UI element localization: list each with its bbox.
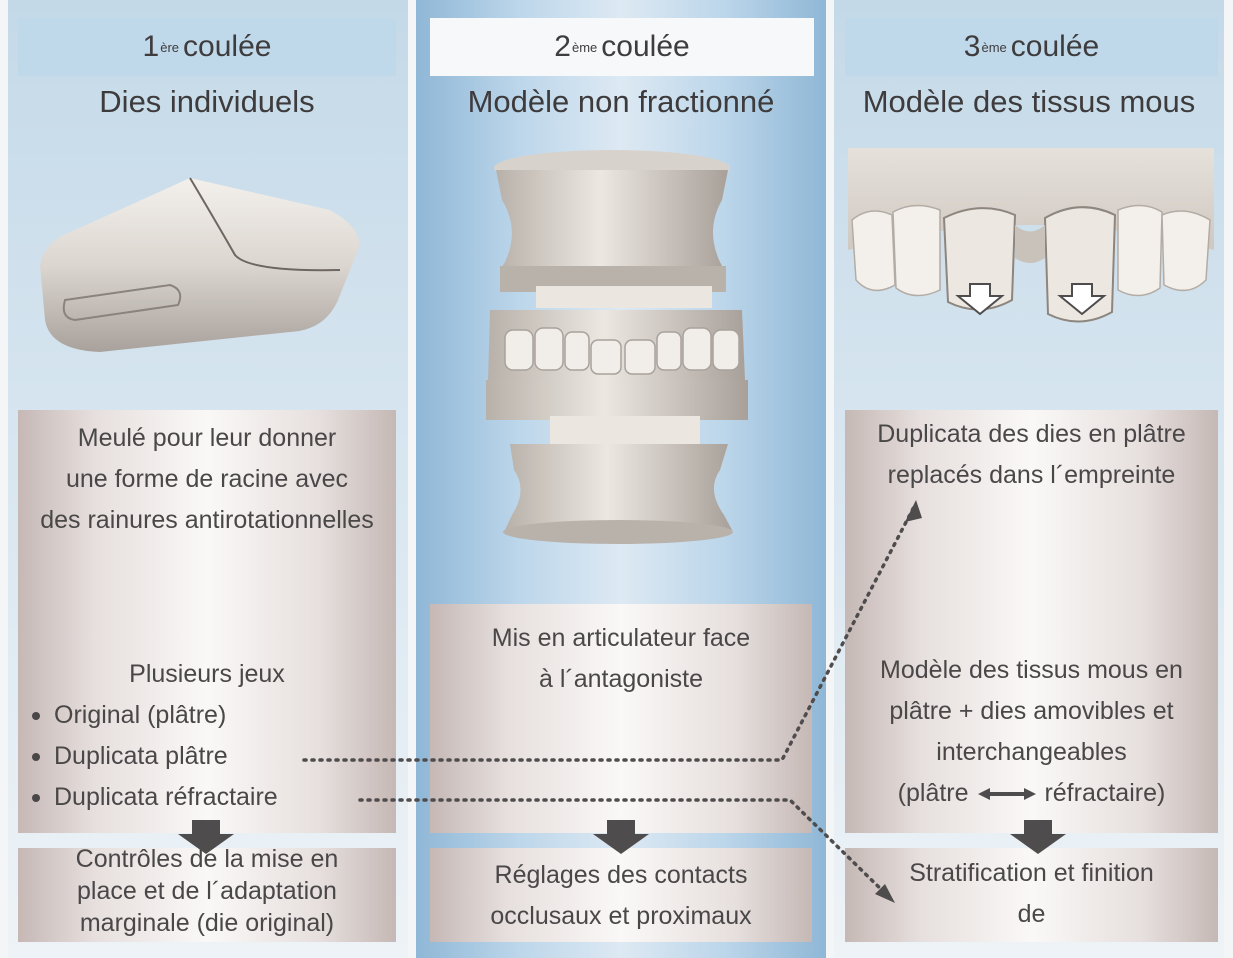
down-arrow-icon <box>593 834 649 854</box>
articulated-model-illustration <box>486 150 748 544</box>
description-line: Meulé pour leur donner <box>18 418 396 459</box>
column-1-description: Meulé pour leur donner une forme de raci… <box>18 418 396 541</box>
description-line: une forme de racine avec <box>18 459 396 500</box>
exchange-right-label: réfractaire) <box>1044 779 1165 807</box>
list-item-label: Duplicata plâtre <box>54 742 228 770</box>
bottom-line: occlusaux et proximaux <box>430 896 812 937</box>
column-2-description: Mis en articulateur face à l´antagoniste <box>430 618 812 700</box>
column-2-bottom-text: Réglages des contacts occlusaux et proxi… <box>430 855 812 937</box>
column-3-description: Duplicata des dies en plâtre replacés da… <box>835 414 1228 496</box>
single-die-illustration <box>40 178 359 352</box>
down-arrow-icon <box>1010 834 1066 854</box>
bottom-line: Réglages des contacts <box>430 855 812 896</box>
connector-arrowhead-icon <box>905 500 922 522</box>
double-arrow-icon <box>976 787 1038 801</box>
bullet-icon <box>32 712 40 720</box>
list-item-label: Duplicata réfractaire <box>54 783 278 811</box>
exchange-left-label: (plâtre <box>898 779 969 807</box>
bottom-line: marginale (die original) <box>18 907 396 939</box>
description-line: à l´antagoniste <box>430 659 812 700</box>
description-line: replacés dans l´empreinte <box>835 455 1228 496</box>
list-item: Original (plâtre) <box>32 695 278 736</box>
bottom-line: de <box>845 894 1218 935</box>
list-item-label: Original (plâtre) <box>54 701 226 729</box>
column-3-bottom-text: Stratification et finition de <box>845 853 1218 935</box>
column-1-bottom-text: Contrôles de la mise en place et de l´ad… <box>18 843 396 939</box>
down-arrow-icon <box>178 834 234 854</box>
description-line: Modèle des tissus mous en <box>845 650 1218 691</box>
description-line: des rainures antirotationnelles <box>18 500 396 541</box>
description-line: interchangeables <box>845 732 1218 773</box>
list-title: Plusieurs jeux <box>18 654 396 695</box>
bottom-line: Stratification et finition <box>845 853 1218 894</box>
bullet-icon <box>32 794 40 802</box>
column-3-model-description: Modèle des tissus mous en plâtre + dies … <box>845 650 1218 814</box>
exchange-line: (plâtre réfractaire) <box>845 773 1218 814</box>
description-line: plâtre + dies amovibles et <box>845 691 1218 732</box>
bottom-line: place et de l´adaptation <box>18 875 396 907</box>
list-item: Duplicata plâtre <box>32 736 278 777</box>
list-item: Duplicata réfractaire <box>32 777 278 818</box>
down-arrow-icon <box>958 284 1104 314</box>
casting-sets-list: Original (plâtre) Duplicata plâtre Dupli… <box>32 695 278 818</box>
description-line: Mis en articulateur face <box>430 618 812 659</box>
description-line: Duplicata des dies en plâtre <box>835 414 1228 455</box>
soft-tissue-model-illustration <box>848 148 1214 322</box>
bullet-icon <box>32 753 40 761</box>
